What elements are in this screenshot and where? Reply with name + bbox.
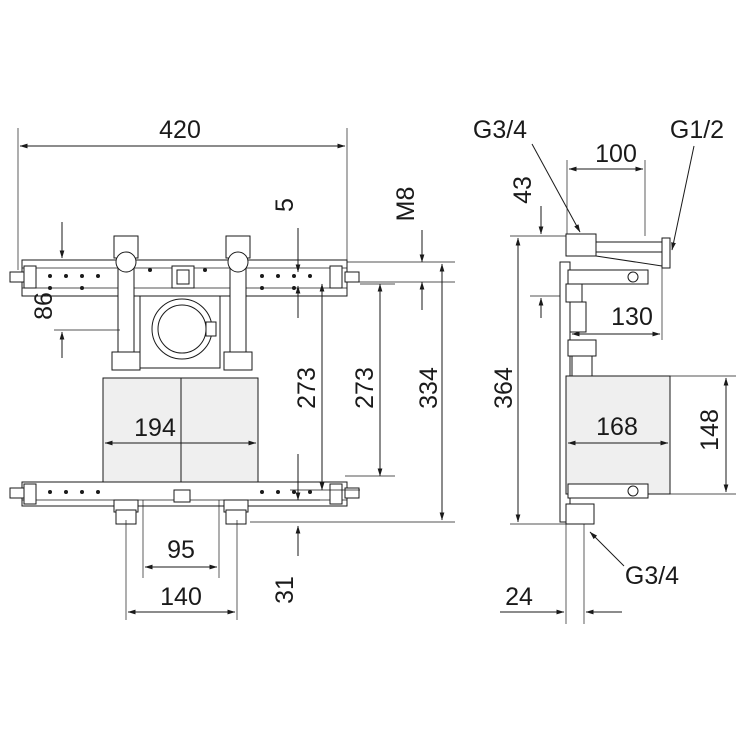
dim-364: 364 [490,237,572,525]
dim-140: 140 [125,520,238,620]
label-g34-bottom: G3/4 [625,562,679,590]
label-g34-top: G3/4 [473,116,527,144]
dim-194: 194 [104,414,257,446]
dim-label-168: 168 [596,413,638,441]
pipes [111,235,253,371]
dim-24: 24 [500,524,622,624]
label-g12: G1/2 [670,116,724,144]
bottom-rail [9,481,360,525]
dim-label-130: 130 [611,303,653,331]
dim-label-43: 43 [509,176,537,204]
dim-130: 130 [571,266,663,340]
dim-label-95: 95 [167,536,195,564]
dim-95: 95 [142,500,220,578]
side-view: G3/4 G1/2 100 43 364 [473,116,736,624]
dim-label-5: 5 [271,198,299,212]
dim-label-194: 194 [134,414,176,442]
dim-label-24: 24 [505,583,533,611]
dim-label-273-a: 273 [293,367,321,409]
dim-86: 86 [30,222,120,358]
dim-label-31: 31 [271,576,299,604]
dim-label-273-b: 273 [351,367,379,409]
dim-273-a: 273 [290,283,360,491]
dim-5: 5 [271,198,301,318]
dim-168: 168 [567,413,669,446]
dim-label-148: 148 [696,409,724,451]
side-body [559,233,671,525]
valve-box [102,377,259,495]
dim-m8: M8 [347,187,455,310]
dim-label-86: 86 [30,292,58,320]
dim-label-364: 364 [490,367,518,409]
dim-label-m8: M8 [392,187,420,222]
dim-label-334: 334 [415,367,443,409]
dim-100: 100 [566,140,646,236]
dim-label-420: 420 [159,116,201,144]
dim-420: 420 [17,116,348,270]
dim-label-140: 140 [160,583,202,611]
dim-334: 334 [250,263,455,523]
dim-label-100: 100 [595,140,637,168]
front-view: 420 [9,116,455,620]
top-rail [9,259,360,297]
dim-273-b: 273 [345,283,395,477]
pipe-clamp [139,295,221,369]
dim-148: 148 [670,375,736,495]
dim-31: 31 [250,454,320,604]
